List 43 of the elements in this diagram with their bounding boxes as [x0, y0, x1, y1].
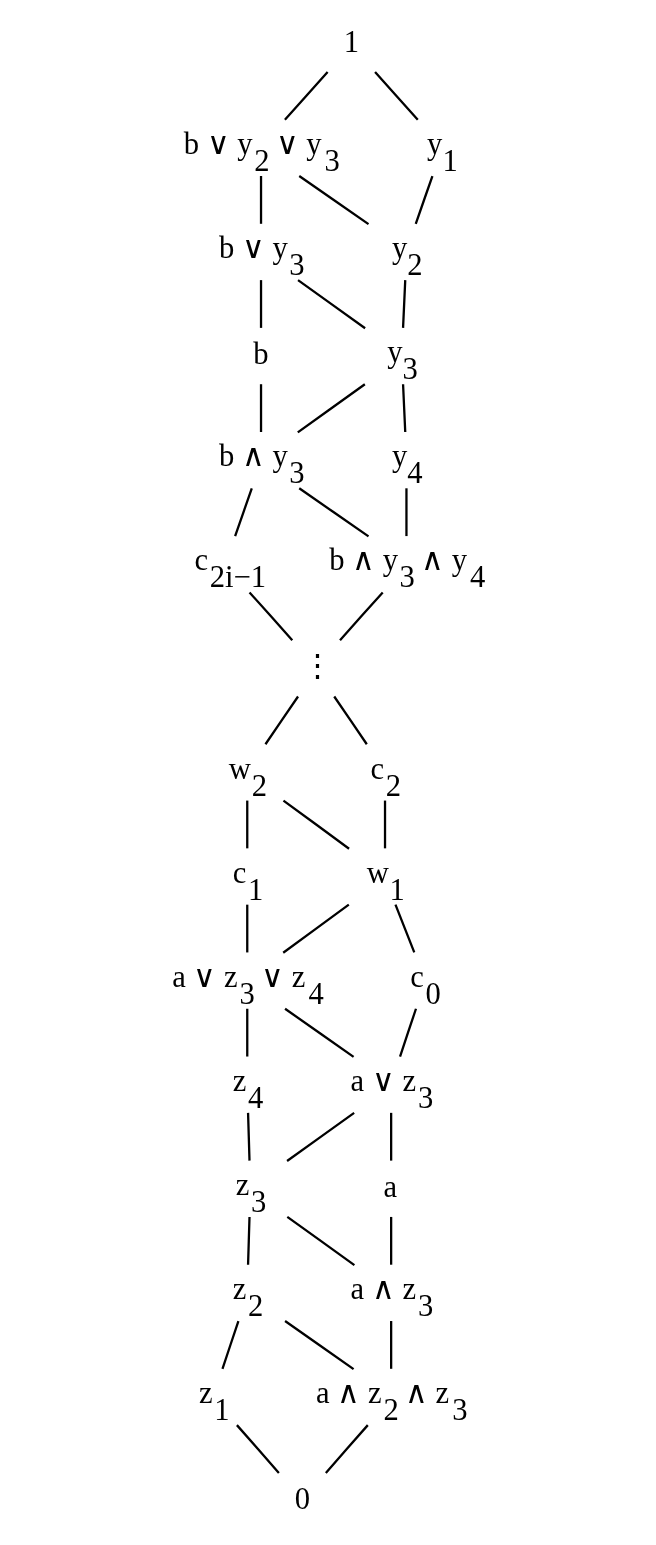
connector: [339, 591, 384, 641]
connector: [246, 1112, 251, 1161]
connector: [259, 176, 263, 224]
connector: [259, 384, 263, 432]
connector: [298, 175, 370, 226]
node-text: 0: [294, 1481, 311, 1516]
connector: [221, 1320, 240, 1370]
node-text: 1: [343, 24, 359, 59]
connector: [282, 903, 350, 954]
connector: [398, 1008, 418, 1057]
connector: [390, 1321, 393, 1369]
connector: [246, 800, 249, 849]
connector: [234, 487, 253, 537]
connector: [405, 488, 408, 537]
connector: [333, 695, 368, 745]
connector: [246, 1216, 251, 1265]
connector: [414, 175, 434, 225]
connector: [259, 280, 263, 328]
connector: [298, 487, 370, 538]
connector: [297, 279, 366, 330]
connector: [324, 1424, 369, 1474]
connector: [401, 384, 407, 433]
connector: [284, 1007, 355, 1058]
node-text: b: [253, 336, 269, 371]
connector: [374, 71, 419, 121]
connector: [246, 1008, 249, 1057]
node-text: ⋮: [301, 649, 333, 684]
connector: [297, 383, 366, 434]
connector: [390, 1112, 393, 1161]
connector: [394, 904, 416, 953]
connector: [286, 1111, 355, 1162]
node-text: a: [383, 1169, 398, 1204]
connector: [390, 1216, 393, 1265]
connector: [286, 1216, 356, 1266]
connector: [401, 280, 407, 328]
connector: [246, 904, 249, 953]
connector: [383, 800, 387, 849]
connector: [264, 695, 299, 745]
connector: [284, 71, 329, 121]
connector: [284, 1320, 355, 1371]
connector: [248, 591, 294, 641]
connector: [236, 1424, 280, 1474]
connector: [282, 799, 350, 850]
